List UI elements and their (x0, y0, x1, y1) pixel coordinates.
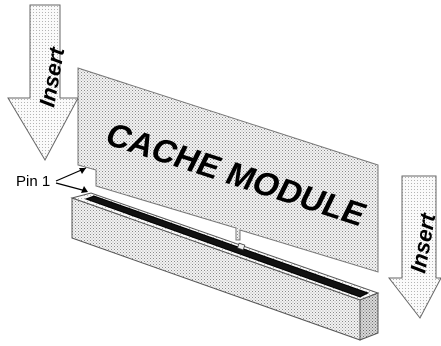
arrowhead-lower-icon (81, 186, 88, 193)
memory-slot-connector (70, 192, 380, 341)
pointer-line-lower (55, 182, 87, 192)
pin-1-label: Pin 1 (16, 173, 50, 190)
arrowhead-upper-icon (79, 168, 86, 174)
slot-groove (84, 195, 370, 298)
pin-1-callout: Pin 1 (16, 167, 88, 193)
insert-arrow-left: Insert (7, 4, 79, 162)
slot-key-notch (237, 242, 246, 251)
insert-arrow-right: Insert (387, 175, 441, 319)
